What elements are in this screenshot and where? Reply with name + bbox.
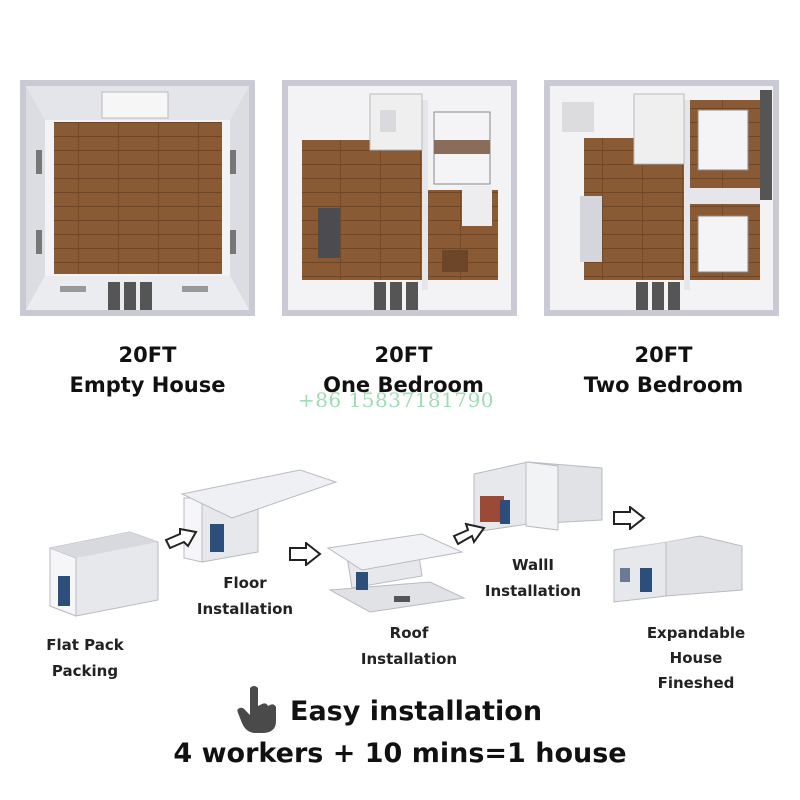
caption-one-bedroom: 20FT One Bedroom <box>276 340 531 400</box>
step-line: Installation <box>360 650 458 668</box>
subline: 4 workers + 10 mins=1 house <box>173 738 627 769</box>
caption-two-bedroom: 20FT Two Bedroom <box>536 340 791 400</box>
step-line: Installation <box>484 582 582 600</box>
caption-name: Two Bedroom <box>583 373 744 397</box>
caption-size: 20FT <box>374 343 433 367</box>
step-line: House <box>669 649 723 667</box>
step-line: Packing <box>51 662 119 680</box>
step-line: Roof <box>389 624 429 642</box>
hand-pointer-icon <box>237 686 276 733</box>
step-label-roof: Roof Installation <box>354 620 464 672</box>
step-label-wall: WallI Installation <box>478 552 588 604</box>
phone-watermark: +86 15837181790 <box>298 388 495 412</box>
wall-installation-image <box>473 461 603 533</box>
caption-empty-house: 20FT Empty House <box>20 340 275 400</box>
step-line: Installation <box>196 600 294 618</box>
flat-pack-container-image <box>49 531 159 617</box>
caption-size: 20FT <box>118 343 177 367</box>
step-line: Floor <box>223 574 267 592</box>
step-line: Flat Pack <box>46 636 124 654</box>
outline-arrow-icon <box>289 542 322 566</box>
roof-installation-image <box>326 533 466 613</box>
floor-plan-one-bedroom <box>282 80 517 316</box>
outline-arrow-icon <box>164 528 198 550</box>
step-line: Expandable <box>646 624 746 642</box>
outline-arrow-icon <box>452 522 486 546</box>
outline-arrow-icon <box>613 506 646 530</box>
floor-plan-empty-house <box>20 80 255 316</box>
step-line: Fineshed <box>657 674 735 692</box>
step-line: WallI <box>512 556 554 574</box>
caption-name: One Bedroom <box>323 373 484 397</box>
floor-plan-two-bedroom <box>544 80 779 316</box>
caption-name: Empty House <box>69 373 226 397</box>
step-label-flat-pack: Flat Pack Packing <box>30 632 140 684</box>
expandable-house-finished-image <box>613 535 743 603</box>
headline: Easy installation <box>290 696 543 727</box>
step-label-expandable: Expandable House Fineshed <box>636 621 756 696</box>
step-label-floor: Floor Installation <box>190 570 300 622</box>
caption-size: 20FT <box>634 343 693 367</box>
